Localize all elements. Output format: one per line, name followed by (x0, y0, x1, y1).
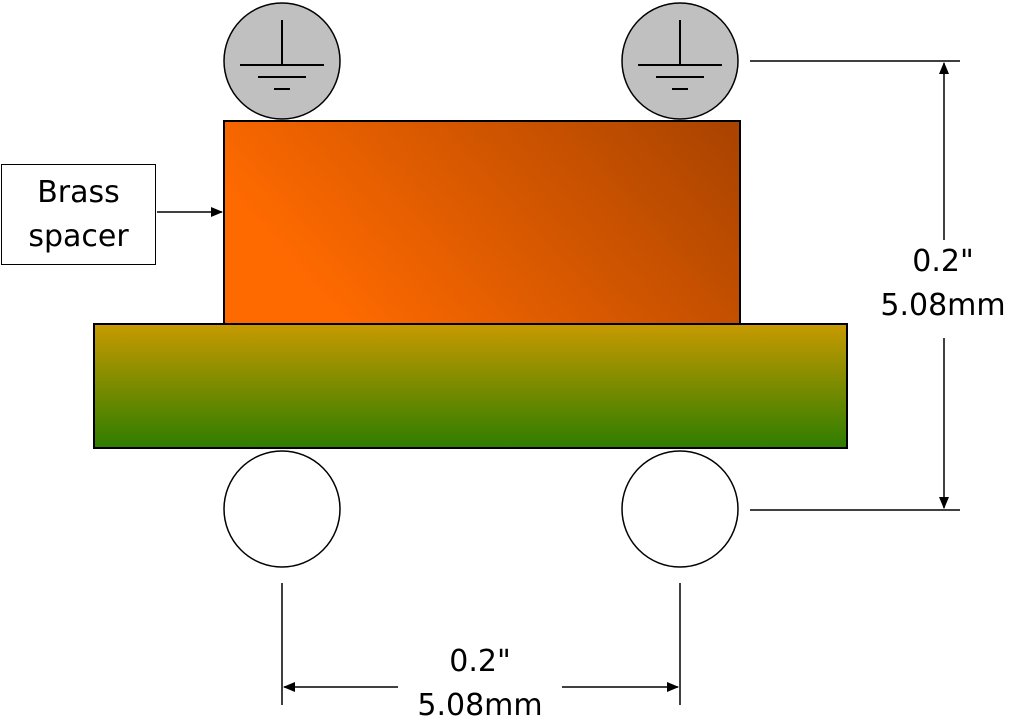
ground-contact-right (621, 2, 739, 120)
vertical-dimension (750, 60, 960, 511)
brass-spacer-callout: Brass spacer (1, 164, 156, 265)
callout-line-1: Brass (37, 174, 120, 210)
bottom-contact-left (223, 450, 341, 568)
ground-symbol-icon (240, 20, 324, 90)
ground-symbol-icon (638, 20, 722, 90)
callout-line-2: spacer (28, 218, 129, 254)
horizontal-dimension-label: 0.2" 5.08mm (400, 640, 560, 728)
board (93, 323, 848, 449)
bottom-contact-right (621, 450, 739, 568)
ground-contact-left (223, 2, 341, 120)
vertical-dimension-mm: 5.08mm (880, 288, 1006, 323)
vertical-dimension-inches: 0.2" (912, 244, 974, 279)
horizontal-dimension (281, 583, 681, 705)
horizontal-dimension-mm: 5.08mm (417, 688, 543, 723)
horizontal-dimension-inches: 0.2" (449, 644, 511, 679)
brass-spacer (223, 120, 741, 325)
vertical-dimension-label: 0.2" 5.08mm (868, 240, 1018, 328)
